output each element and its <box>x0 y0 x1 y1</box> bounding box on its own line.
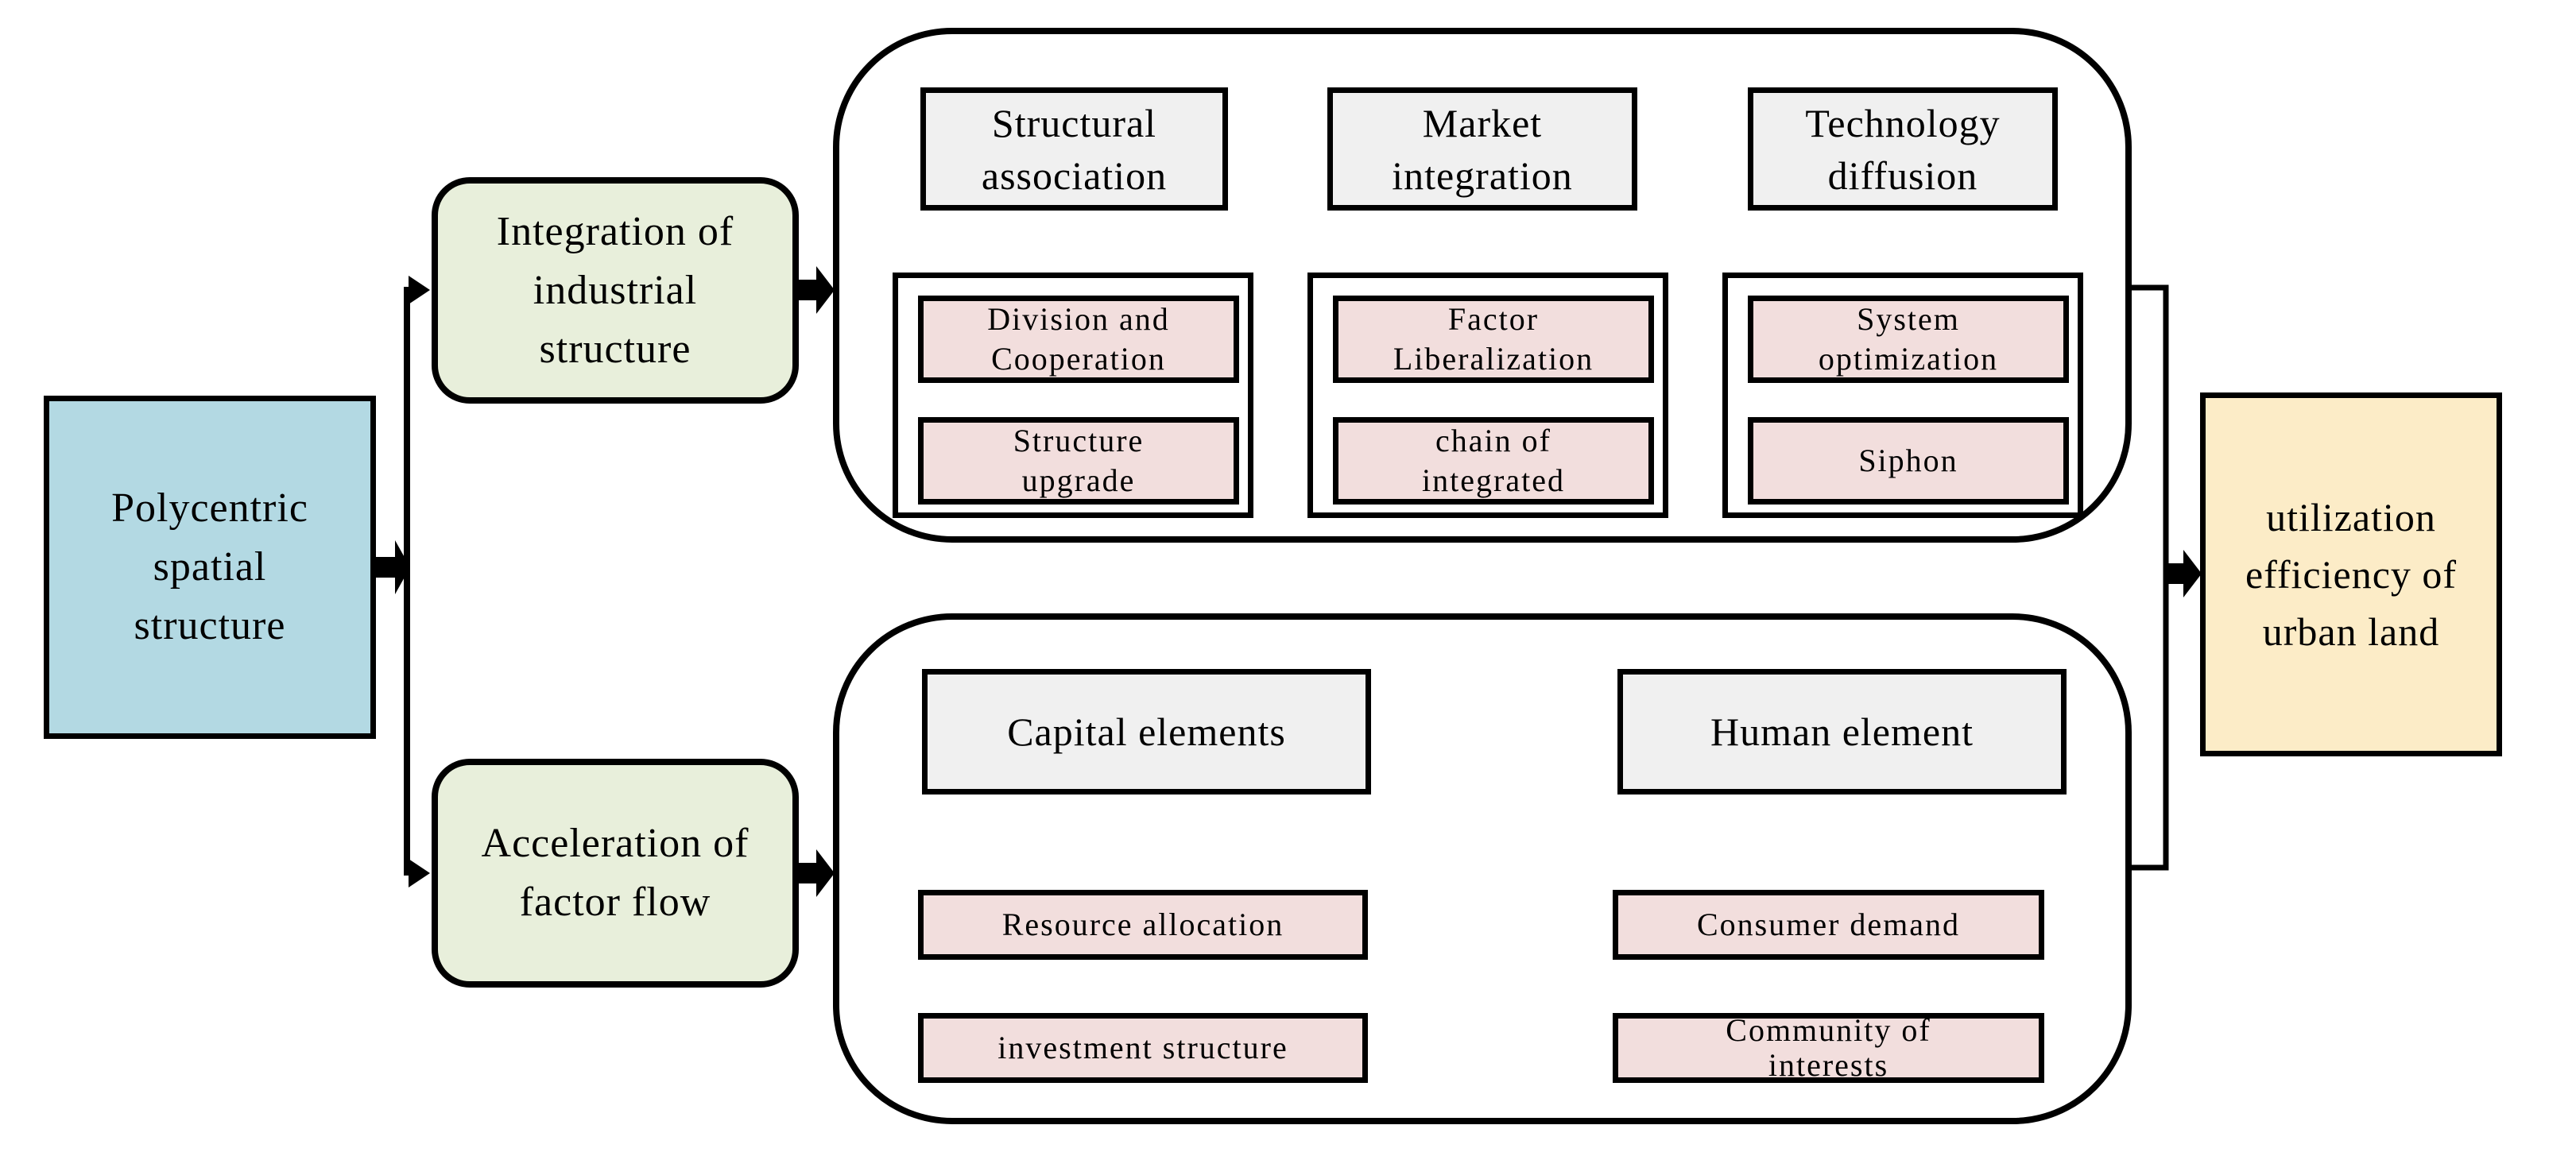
header-structural-association: Structural association <box>920 87 1228 211</box>
arrow-pathway1-to-panel <box>799 266 835 314</box>
node-polycentric-spatial-structure: Polycentric spatial structure <box>44 396 376 739</box>
header-label: Technology diffusion <box>1805 100 2001 198</box>
node-label: Integration of industrial structure <box>496 208 734 372</box>
item-chain-of-integrated: chain of integrated <box>1333 417 1654 505</box>
node-utilization-efficiency-of-urban-land: utilization efficiency of urban land <box>2200 392 2502 756</box>
node-integration-of-industrial-structure: Integration of industrial structure <box>432 177 799 404</box>
group-market-integration: Factor Liberalization chain of integrate… <box>1307 273 1668 518</box>
group-technology-diffusion: System optimization Siphon <box>1722 273 2083 518</box>
header-label: Capital elements <box>1007 709 1286 754</box>
header-human-element: Human element <box>1617 669 2067 795</box>
item-label: Consumer demand <box>1696 907 1961 942</box>
item-label: Factor Liberalization <box>1393 301 1594 377</box>
item-system-optimization: System optimization <box>1748 296 2069 383</box>
branch-line <box>404 276 430 887</box>
item-division-and-cooperation: Division and Cooperation <box>918 296 1239 383</box>
arrow-pathway2-to-panel <box>799 849 835 897</box>
item-label: Resource allocation <box>1001 907 1284 942</box>
item-label: Division and Cooperation <box>987 301 1170 377</box>
node-acceleration-of-factor-flow: Acceleration of factor flow <box>432 759 799 988</box>
item-label: Siphon <box>1858 443 1958 478</box>
arrow-collector-to-outcome <box>2166 550 2202 597</box>
header-market-integration: Market integration <box>1327 87 1637 211</box>
collector-line <box>2129 284 2169 871</box>
item-resource-allocation: Resource allocation <box>918 890 1368 960</box>
header-capital-elements: Capital elements <box>922 669 1371 795</box>
group-structural-association: Division and Cooperation Structure upgra… <box>893 273 1253 518</box>
header-label: Market integration <box>1392 100 1573 198</box>
item-label: investment structure <box>997 1030 1288 1065</box>
node-label: Acceleration of factor flow <box>481 821 750 925</box>
item-label: Structure upgrade <box>1013 423 1145 498</box>
item-label: chain of integrated <box>1422 423 1565 498</box>
header-technology-diffusion: Technology diffusion <box>1748 87 2058 211</box>
item-structure-upgrade: Structure upgrade <box>918 417 1239 505</box>
node-label: utilization efficiency of urban land <box>2245 495 2458 654</box>
header-label: Structural association <box>981 100 1168 198</box>
item-investment-structure: investment structure <box>918 1013 1368 1083</box>
item-community-of-interests: Community of interests <box>1613 1013 2044 1083</box>
item-label: Community of interests <box>1726 1012 1931 1083</box>
node-label: Polycentric spatial structure <box>111 485 308 648</box>
header-label: Human element <box>1710 709 1974 754</box>
item-label: System optimization <box>1818 301 1999 377</box>
item-consumer-demand: Consumer demand <box>1613 890 2044 960</box>
item-siphon: Siphon <box>1748 417 2069 505</box>
arrow-source-to-branch <box>376 540 410 594</box>
item-factor-liberalization: Factor Liberalization <box>1333 296 1654 383</box>
